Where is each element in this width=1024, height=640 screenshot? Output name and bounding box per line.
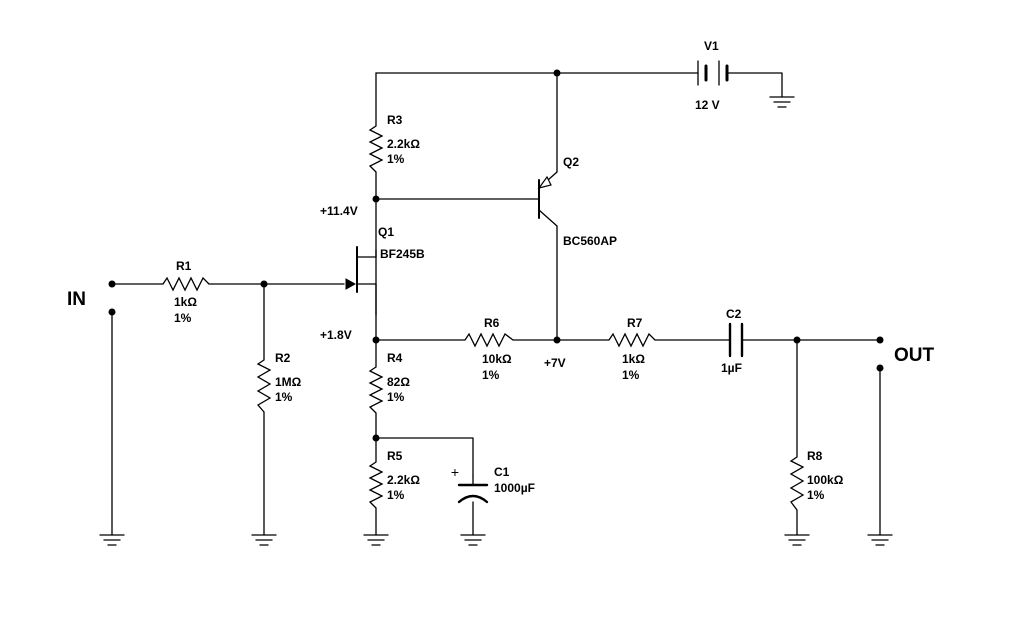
r4-tol: 1% [387, 390, 405, 404]
v1-value: 12 V [695, 98, 720, 112]
capacitor-c1-symbol [457, 475, 489, 504]
ground-icon [251, 534, 277, 546]
ground-icon [784, 534, 810, 546]
node-11v4-label: +11.4V [320, 204, 358, 218]
r5-ref: R5 [387, 449, 403, 463]
r3-tol: 1% [387, 152, 405, 166]
resistor-r5-symbol [368, 461, 384, 509]
ground-icon [867, 534, 893, 546]
junction-top-rail [553, 69, 561, 77]
r2-value: 1MΩ [275, 375, 302, 389]
r2-ref: R2 [275, 351, 291, 365]
junction-11v4 [372, 195, 380, 203]
c1-ref: C1 [494, 465, 510, 479]
r7-tol: 1% [622, 368, 640, 382]
terminal-out-bottom [876, 364, 884, 372]
v1-ref: V1 [704, 39, 719, 53]
r2-tol: 1% [275, 390, 293, 404]
node-1v8-label: +1.8V [320, 328, 352, 342]
node-7v-label: +7V [544, 356, 566, 370]
ground-icon [99, 534, 125, 546]
r8-ref: R8 [807, 449, 823, 463]
r6-value: 10kΩ [482, 352, 512, 366]
ground-icon [363, 534, 389, 546]
labels: IN OUT V1 12 V R1 1kΩ 1% R2 1MΩ 1% R3 2.… [67, 39, 935, 502]
junction-r4-r5 [372, 434, 380, 442]
pnp-q2-symbol [527, 171, 558, 227]
junction-out [793, 336, 801, 344]
ground-icon [460, 534, 486, 546]
junction-gate [260, 280, 268, 288]
resistor-r8-symbol [789, 456, 805, 511]
r6-ref: R6 [484, 316, 500, 330]
q2-ref: Q2 [563, 155, 579, 169]
r8-value: 100kΩ [807, 473, 844, 487]
resistor-r3-symbol [368, 125, 384, 173]
jfet-q1-symbol [345, 246, 377, 293]
r4-ref: R4 [387, 351, 403, 365]
c2-value: 1µF [721, 361, 742, 375]
r1-tol: 1% [174, 311, 192, 325]
in-terminal-label: IN [67, 289, 86, 310]
resistor-r2-symbol [256, 359, 272, 413]
r7-ref: R7 [627, 316, 643, 330]
wire-q1-source [375, 283, 466, 341]
r4-value: 82Ω [387, 375, 410, 389]
r5-value: 2.2kΩ [387, 473, 420, 487]
wire-to-c1 [375, 437, 474, 477]
junctions [108, 69, 884, 442]
ground-symbols [99, 96, 893, 546]
r6-tol: 1% [482, 368, 500, 382]
junction-7v [553, 336, 561, 344]
r8-tol: 1% [807, 488, 825, 502]
resistor-r6-symbol [464, 332, 514, 348]
ground-icon [769, 96, 795, 108]
terminal-in-bottom [108, 308, 116, 316]
r5-tol: 1% [387, 488, 405, 502]
q1-part: BF245B [380, 247, 425, 261]
r1-ref: R1 [176, 259, 192, 273]
wire-v1-to-ground [726, 72, 783, 98]
capacitor-c2-symbol [728, 322, 744, 358]
junction-1v8 [372, 336, 380, 344]
r7-value: 1kΩ [622, 352, 645, 366]
c1-polarity-mark: + [451, 464, 459, 480]
c2-ref: C2 [726, 307, 742, 321]
resistor-r4-symbol [368, 366, 384, 414]
r3-ref: R3 [387, 113, 403, 127]
terminal-out-top [876, 336, 884, 344]
battery-v1-symbol [697, 60, 729, 86]
c1-value: 1000µF [494, 481, 535, 495]
out-terminal-label: OUT [894, 345, 935, 366]
terminal-in-top [108, 280, 116, 288]
q1-ref: Q1 [378, 225, 394, 239]
resistor-r7-symbol [608, 332, 656, 348]
r3-value: 2.2kΩ [387, 137, 420, 151]
resistor-r1-symbol [162, 276, 210, 292]
q2-part: BC560AP [563, 234, 617, 248]
r1-value: 1kΩ [174, 295, 197, 309]
